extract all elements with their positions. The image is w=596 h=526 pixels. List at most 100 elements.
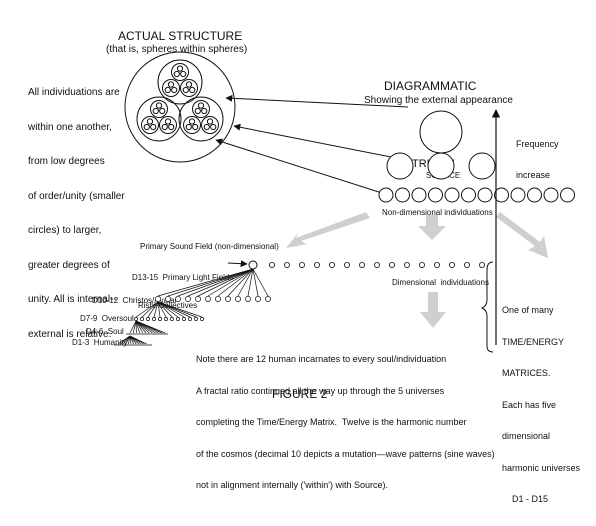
nondimensional-circle [445, 188, 459, 202]
dimensional-dot [359, 262, 364, 267]
matrices-line: harmonic universes [502, 463, 580, 474]
nondimensional-circle [462, 188, 476, 202]
fan-line [188, 269, 253, 296]
dimensional-dot [314, 262, 319, 267]
diagram-graphics [0, 0, 596, 422]
christos-dot [165, 296, 170, 301]
nondimensional-circle [379, 188, 393, 202]
fan-line [178, 269, 253, 296]
oversoul-dot [182, 317, 185, 320]
dimensional-dot [419, 262, 424, 267]
trinity-circle-right [469, 153, 495, 179]
dimensional-dot [374, 262, 379, 267]
fractal-note-line: of the cosmos (decimal 10 depicts a muta… [196, 449, 495, 460]
tiny-sphere [165, 119, 170, 124]
soul-line [130, 321, 136, 333]
fan-line [218, 269, 253, 296]
soul-line [136, 321, 165, 333]
tiny-sphere [147, 119, 152, 124]
matrix-bracket [482, 262, 493, 352]
oversoul-dot [134, 317, 137, 320]
matrices-line: dimensional [502, 431, 580, 442]
reference-arrows [216, 98, 408, 264]
tiny-sphere [207, 119, 212, 124]
flow-arrows [286, 212, 548, 328]
dimensional-dot [269, 262, 274, 267]
tiny-sphere [144, 124, 149, 129]
soul-line [133, 321, 136, 333]
dimensional-dot [464, 262, 469, 267]
christos-dot [255, 296, 260, 301]
tiny-sphere [198, 103, 203, 108]
tiny-sphere [172, 87, 177, 92]
christos-dot [195, 296, 200, 301]
arrow-god-source [226, 98, 408, 107]
primary-light-row [249, 261, 257, 269]
nondimensional-circle [528, 188, 542, 202]
tiny-sphere [168, 82, 173, 87]
spheres-within-spheres [125, 52, 235, 162]
christos-dot [245, 296, 250, 301]
tiny-sphere [177, 66, 182, 71]
humanity-line [130, 336, 147, 344]
oversoul-dot [194, 317, 197, 320]
trinity-circle-center [428, 153, 454, 179]
dimensional-dot [299, 262, 304, 267]
nondimensional-circle [478, 188, 492, 202]
christos-dot [175, 296, 180, 301]
incarnation-fan [114, 269, 271, 345]
tiny-sphere [181, 71, 186, 76]
christos-dot [155, 296, 160, 301]
nondimensional-circle [511, 188, 525, 202]
tiny-sphere [151, 124, 156, 129]
figure-2-diagram: ACTUAL STRUCTURE (that is, spheres withi… [0, 0, 596, 422]
christos-dot [205, 296, 210, 301]
oversoul-line [158, 302, 178, 317]
tiny-sphere [156, 103, 161, 108]
dimensional-row [269, 262, 484, 267]
christos-dot [235, 296, 240, 301]
tiny-sphere [186, 124, 191, 129]
christos-dot [265, 296, 270, 301]
dimensional-dot [449, 262, 454, 267]
dimensional-dot [329, 262, 334, 267]
nondimensional-circle [429, 188, 443, 202]
tiny-sphere [193, 124, 198, 129]
oversoul-dot [170, 317, 173, 320]
tiny-sphere [153, 108, 158, 113]
tiny-sphere [165, 87, 170, 92]
nondimensional-circle [561, 188, 575, 202]
oversoul-dot [140, 317, 143, 320]
dimensional-dot [284, 262, 289, 267]
tiny-sphere [174, 71, 179, 76]
dimensional-dot [434, 262, 439, 267]
primary-light-node [249, 261, 257, 269]
oversoul-dot [164, 317, 167, 320]
flow-arrow-right [496, 212, 548, 258]
oversoul-dot [158, 317, 161, 320]
god-source-circle [420, 111, 462, 153]
tiny-sphere [186, 82, 191, 87]
flow-arrow-center [418, 215, 446, 240]
tiny-sphere [202, 108, 207, 113]
oversoul-dot [146, 317, 149, 320]
tiny-sphere [183, 87, 188, 92]
dimensional-dot [389, 262, 394, 267]
oversoul-dot [152, 317, 155, 320]
tiny-sphere [211, 124, 216, 129]
fractal-note-line: not in alignment internally ('within') w… [196, 480, 495, 491]
christos-dot [185, 296, 190, 301]
dimensional-dot [344, 262, 349, 267]
tiny-sphere [169, 124, 174, 129]
nondimensional-circle [396, 188, 410, 202]
oversoul-line [142, 302, 158, 317]
tiny-sphere [160, 108, 165, 113]
oversoul-dot [200, 317, 203, 320]
tiny-sphere [162, 124, 167, 129]
diagrammatic-hierarchy [387, 111, 495, 179]
dimensional-dot [479, 262, 484, 267]
oversoul-dot [188, 317, 191, 320]
matrices-line: D1 - D15 [502, 494, 580, 505]
christos-dot [215, 296, 220, 301]
oversoul-dot [176, 317, 179, 320]
